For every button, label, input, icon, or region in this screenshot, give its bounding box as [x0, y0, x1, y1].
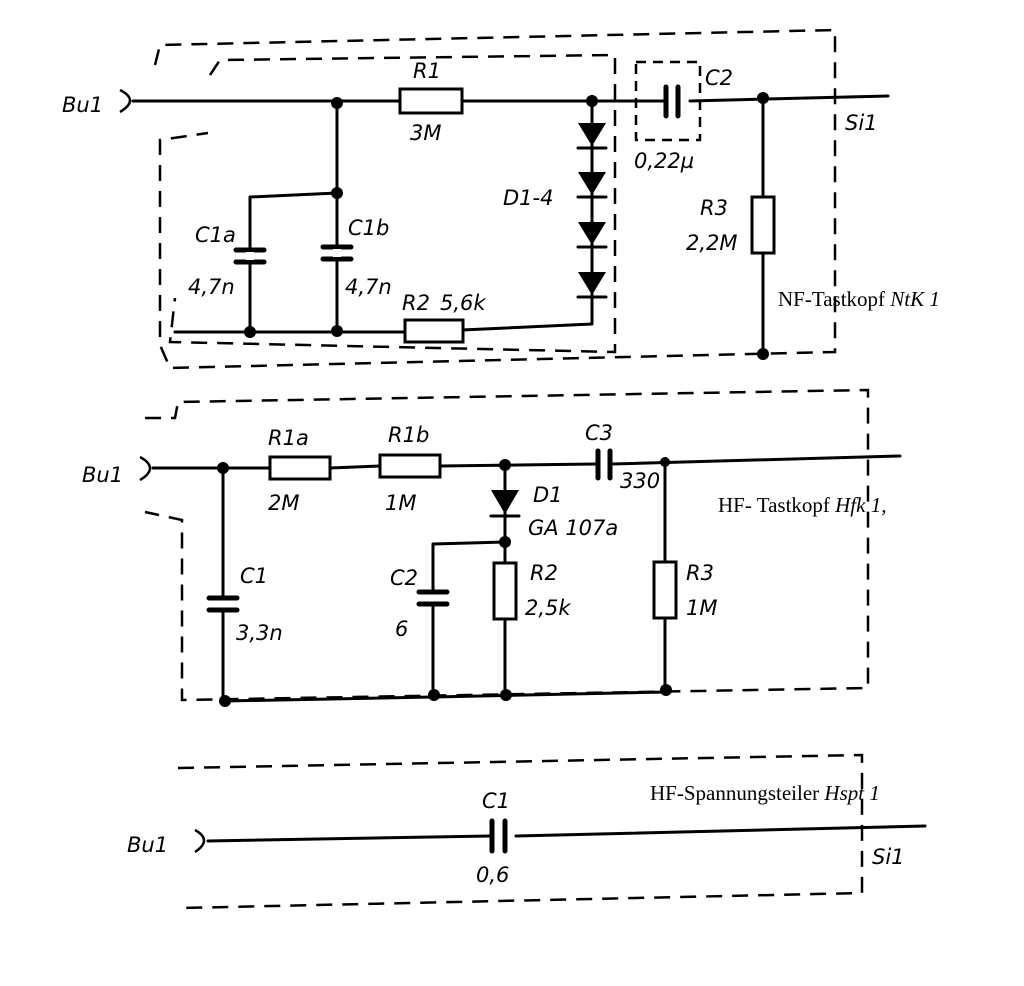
hf-r1a-name: R1a [268, 426, 309, 450]
hf-divider-c1-capacitor [489, 818, 508, 854]
nf-input-jack [119, 88, 132, 114]
hf-c1-value: 3,3n [236, 621, 283, 645]
hf-c3-value: 330 [620, 469, 660, 493]
nf-outer-shield [153, 28, 837, 370]
nf-r1-value: 3M [410, 121, 441, 145]
nf-input-label: Bu1 [62, 93, 103, 117]
nf-junction [757, 348, 769, 360]
hf-input-label: Bu1 [82, 463, 123, 487]
hf-input-jack [139, 455, 152, 482]
hf-r1b-name: R1b [388, 423, 429, 447]
nf-junction [331, 325, 343, 337]
nf-r2-resistor [403, 318, 465, 344]
hf-divider-c1-value: 0,6 [476, 863, 509, 887]
hf-ground-rail [223, 690, 668, 703]
nf-c1b-name: C1b [348, 216, 389, 240]
nf-d1-4-name: D1-4 [503, 186, 553, 210]
hf-r3-value: 1M [686, 596, 717, 620]
hf-c3-name: C3 [585, 421, 613, 445]
hf-caption: HF- Tastkopf Hfk 1, [718, 493, 886, 517]
nf-inner-shield [168, 53, 617, 354]
hf-c2-capacitor [416, 589, 450, 607]
hf-r1b-resistor [378, 453, 442, 479]
hf-c2-value: 6 [395, 617, 408, 641]
nf-c1a-value: 4,7n [188, 275, 235, 299]
hf-shield [144, 388, 870, 702]
nf-c2-shield [634, 60, 702, 142]
hf-r1a-resistor [268, 455, 332, 481]
nf-r2-name: R2 [402, 291, 430, 315]
hf-r2-name: R2 [530, 561, 558, 585]
hf-d1-value: GA 107a [528, 516, 618, 540]
hf-divider-caption: HF-Spannungsteiler Hspt 1 [650, 781, 880, 805]
hf-divider-shield [177, 753, 864, 910]
nf-c1a-name: C1a [195, 223, 236, 247]
hf-divider-input-jack [194, 828, 206, 854]
nf-c2-value: 0,22µ [634, 149, 694, 173]
nf-r2-value: 5,6k [440, 291, 486, 315]
hf-junction [428, 689, 440, 701]
hf-divider-output-label: Si1 [872, 845, 905, 869]
hf-d1-diode [491, 490, 519, 514]
hf-r3-resistor [652, 560, 678, 620]
nf-output-label: Si1 [845, 111, 878, 135]
nf-c1a-capacitor [233, 247, 267, 265]
nf-main-wire [131, 94, 890, 103]
hf-junction [660, 684, 672, 696]
nf-r1-resistor [398, 87, 464, 115]
hf-divider-wire [206, 824, 927, 843]
hf-main-wire [151, 454, 902, 470]
hf-r2-resistor [492, 561, 518, 621]
hf-d1-name: D1 [533, 483, 563, 507]
hf-r1b-value: 1M [385, 491, 416, 515]
hf-divider-circuit: Bu1 C1 0,6 Si1 HF-Spannungsteiler Hspt 1 [127, 753, 927, 910]
nf-r1-name: R1 [413, 59, 441, 83]
nf-junction [244, 326, 256, 338]
nf-c2-name: C2 [705, 66, 733, 90]
hf-c1-capacitor [206, 595, 240, 613]
hf-c3-capacitor [595, 448, 613, 481]
nf-d1-4-diodes [576, 123, 608, 299]
hf-c1-name: C1 [240, 564, 268, 588]
hf-c2-wire [431, 540, 507, 697]
nf-caption: NF-Tastkopf NtK 1 [778, 287, 940, 311]
hf-probe-circuit: Bu1 R1a 2M R1b 1M C1 3,3n D1 GA 107a C2 … [82, 388, 902, 707]
nf-r3-value: 2,2M [686, 231, 738, 255]
nf-probe-circuit: Bu1 R1 3M C1a 4,7n C1b 4,7n R2 5,6k [62, 28, 940, 370]
nf-wire [248, 191, 339, 332]
hf-divider-input-label: Bu1 [127, 833, 168, 857]
nf-bottom-rail [173, 298, 594, 334]
hf-r1a-value: 2M [268, 491, 299, 515]
hf-r2-value: 2,5k [525, 596, 571, 620]
hf-r3-name: R3 [686, 561, 714, 585]
hf-divider-c1-name: C1 [482, 789, 510, 813]
nf-r3-name: R3 [700, 196, 728, 220]
hf-c2-name: C2 [390, 566, 418, 590]
nf-r3-resistor [750, 195, 776, 255]
nf-c2-capacitor [663, 84, 681, 119]
nf-c1b-value: 4,7n [345, 275, 392, 299]
nf-c1b-capacitor [320, 244, 354, 262]
